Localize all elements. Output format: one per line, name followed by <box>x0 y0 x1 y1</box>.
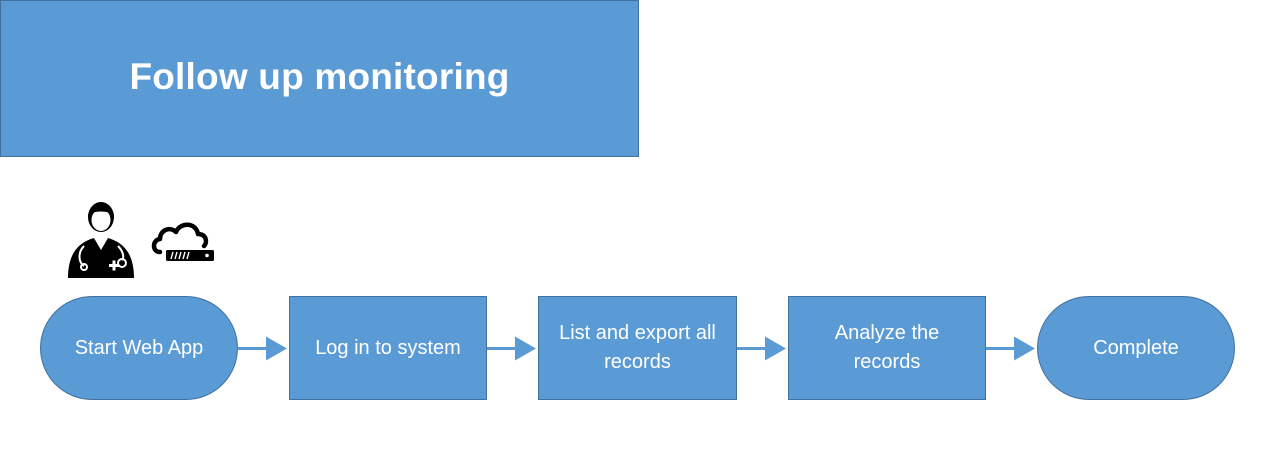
node-start-web-app: Start Web App <box>40 296 238 400</box>
node-label: Complete <box>1093 336 1179 359</box>
node-log-in: Log in to system <box>289 296 487 400</box>
node-label: Log in to system <box>315 336 461 359</box>
node-label: List and export all records <box>559 322 716 373</box>
node-label: Analyze the records <box>834 322 940 373</box>
cloud-server-icon <box>151 222 214 261</box>
node-label: Start Web App <box>74 336 204 359</box>
node-complete: Complete <box>1037 296 1235 400</box>
page-title: Follow up monitoring <box>129 55 510 97</box>
node-analyze-records: Analyze the records <box>788 296 986 400</box>
node-list-and-export: List and export all records <box>538 296 737 400</box>
doctor-icon <box>68 202 134 278</box>
title-banner: Follow up monitoring <box>0 0 639 157</box>
